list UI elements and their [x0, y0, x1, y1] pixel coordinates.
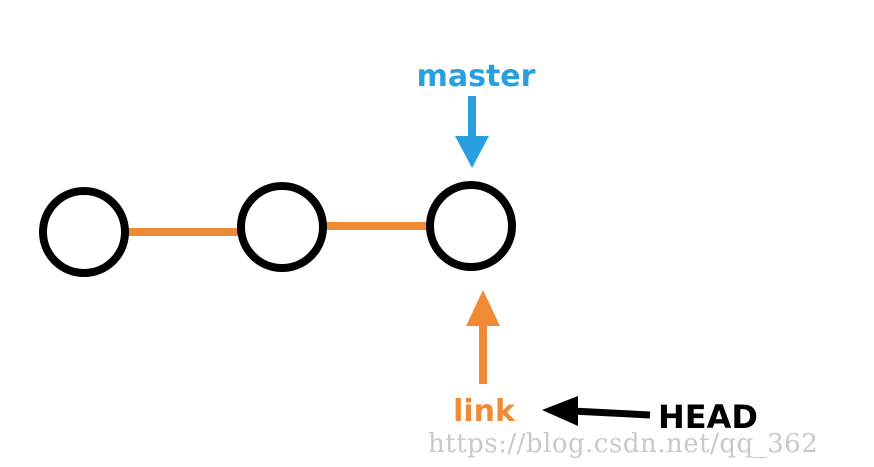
- branch-label-link: link: [453, 394, 516, 429]
- watermark-text: https://blog.csdn.net/qq_362: [428, 429, 818, 459]
- commit-node-1: [39, 187, 129, 277]
- master-arrow-icon: [455, 96, 489, 168]
- commit-node-2: [237, 182, 327, 272]
- head-arrow-icon: [542, 396, 651, 426]
- commit-node-3: [426, 181, 516, 271]
- branch-label-master: master: [417, 59, 536, 94]
- link-arrow-icon: [466, 290, 500, 384]
- head-label: HEAD: [658, 398, 758, 436]
